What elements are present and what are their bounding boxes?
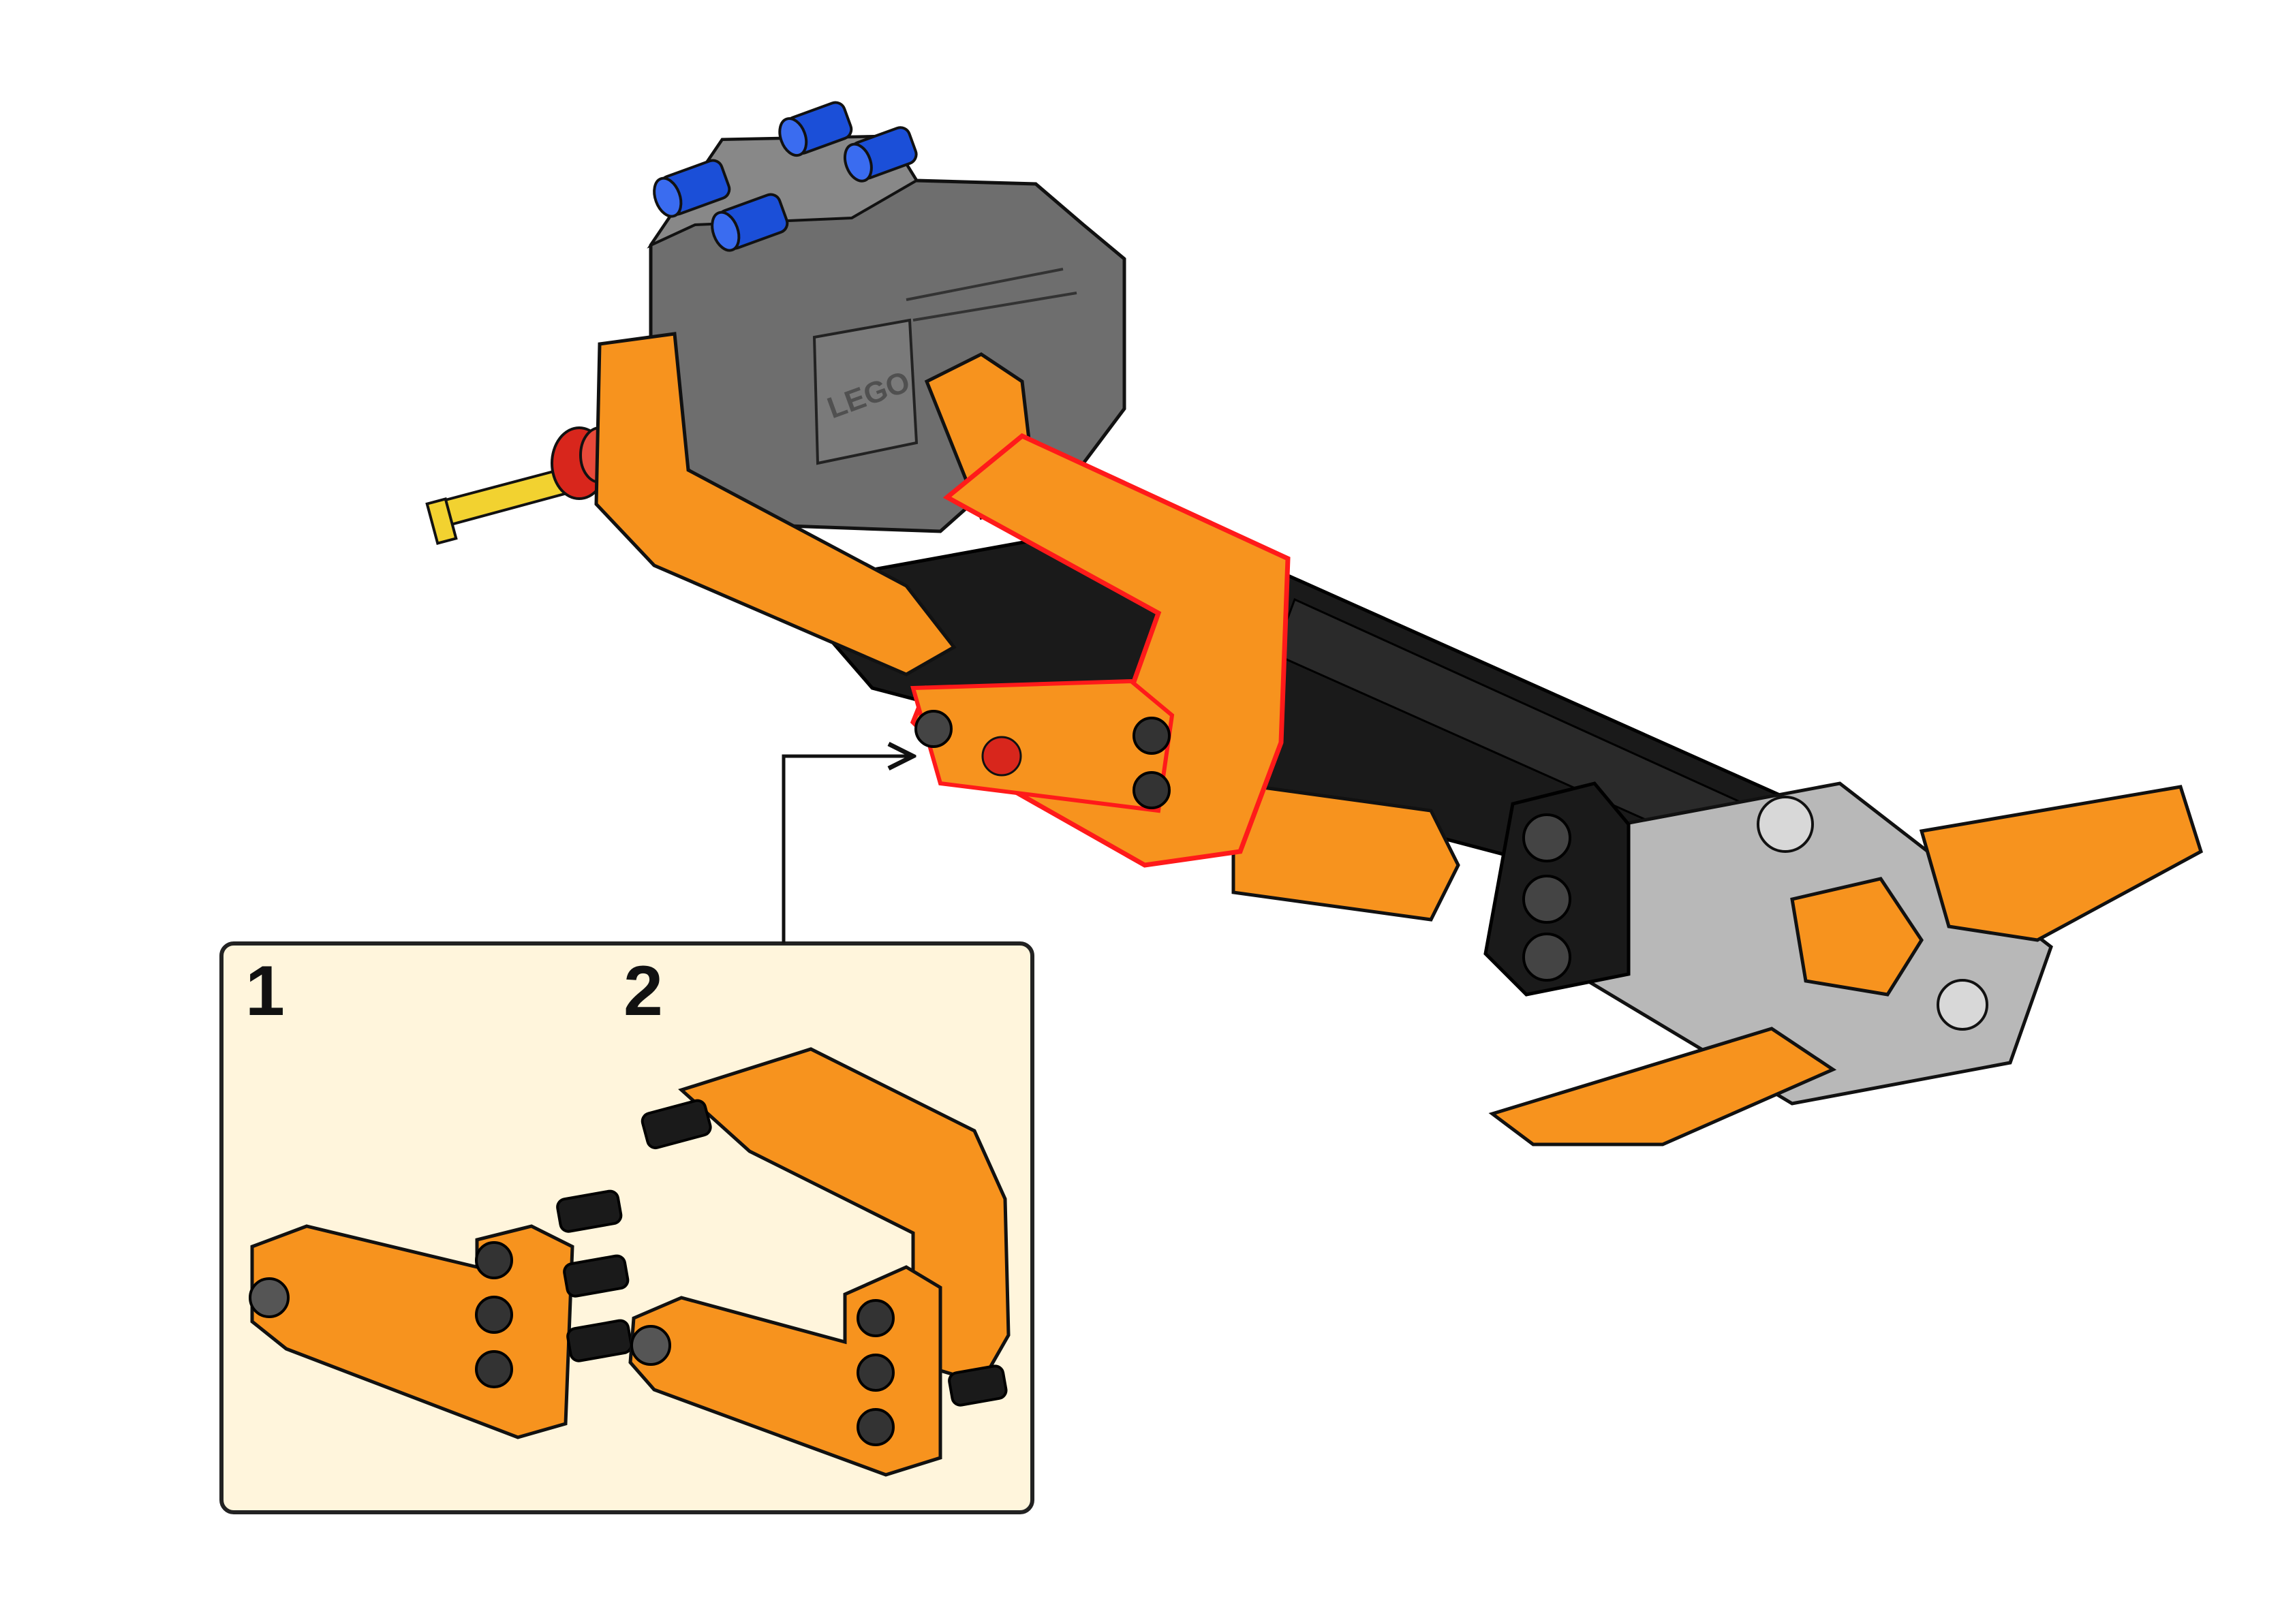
substep-2-l-beam: [628, 1265, 1008, 1477]
blue-pins-top: [653, 101, 918, 252]
yellow-axle: [425, 468, 569, 546]
substep-1-l-beam: [249, 1189, 633, 1439]
callout-arrow-icon: [782, 756, 913, 943]
orange-beam-lower: [1231, 781, 1924, 997]
new-orange-frame-highlighted: [910, 433, 1291, 868]
orange-wing-rear: [1488, 785, 2204, 1146]
substep-2-label: 2: [623, 952, 663, 1031]
main-assembly: LEGO: [425, 101, 2204, 1146]
black-connector-block: [1483, 781, 1631, 997]
substep-1-label: 1: [245, 952, 285, 1031]
